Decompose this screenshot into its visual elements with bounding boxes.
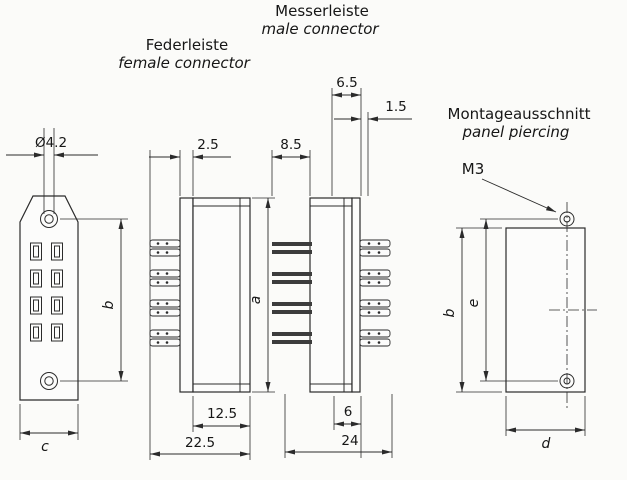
dim-blade-pitch: 6.5 <box>331 75 362 196</box>
hole-distance-e-label: e <box>466 299 482 308</box>
m3-hole-top <box>559 211 575 227</box>
mounting-hole-top <box>40 210 58 228</box>
dim-female-body-depth: 12.5 <box>192 396 251 460</box>
blade-offset-label: 1.5 <box>385 99 406 115</box>
dim-front-width-c: c <box>19 404 79 455</box>
female-front-outline <box>19 195 79 401</box>
title-panel-piercing: Montageausschnitt panel piercing <box>448 105 591 141</box>
panel-title-en: panel piercing <box>462 123 570 141</box>
male-title-de: Messerleiste <box>275 2 369 20</box>
contact-windows <box>30 242 63 342</box>
flange-thickness-label: 2.5 <box>197 137 218 153</box>
title-male-connector: Messerleiste male connector <box>261 2 379 38</box>
dim-panel-width-d: d <box>505 396 586 452</box>
front-width-c-label: c <box>41 439 49 455</box>
female-body-depth-label: 12.5 <box>207 406 237 422</box>
m3-hole-bottom <box>559 373 575 389</box>
female-body <box>192 197 251 393</box>
dim-hole-distance-e: e <box>466 218 558 382</box>
height-a-label: a <box>248 296 264 305</box>
female-total-depth-label: 22.5 <box>185 435 215 451</box>
panel-title-de: Montageausschnitt <box>448 105 591 123</box>
male-title-en: male connector <box>261 20 379 38</box>
dim-male-front-depth: 8.5 <box>271 137 311 196</box>
title-female-connector: Federleiste female connector <box>118 36 250 72</box>
male-flange <box>351 197 361 393</box>
dim-hole-diameter: Ø4.2 <box>6 128 98 214</box>
dim-flange-thickness: 2.5 <box>149 137 231 196</box>
male-side-view <box>272 197 391 393</box>
dim-male-rear-depth: 6 <box>333 396 362 458</box>
front-height-b-label: b <box>101 300 117 309</box>
thread-callout: M3 <box>462 160 557 213</box>
panel-height-b-label: b <box>442 308 458 317</box>
male-body <box>309 197 353 393</box>
male-rear-depth-label: 6 <box>344 404 353 420</box>
female-contacts <box>149 239 181 347</box>
dim-female-total-depth: 22.5 <box>149 150 250 460</box>
female-front-view <box>19 195 79 401</box>
male-front-depth-label: 8.5 <box>280 137 301 153</box>
panel-width-d-label: d <box>542 436 551 452</box>
thread-label: M3 <box>462 160 485 178</box>
dim-front-height-b: b <box>60 218 128 382</box>
mounting-hole-bottom <box>40 372 58 390</box>
male-pins <box>359 239 391 347</box>
hole-diameter-label: Ø4.2 <box>35 135 67 151</box>
dim-blade-offset: 1.5 <box>334 99 412 196</box>
male-blades <box>272 242 312 344</box>
blade-pitch-label: 6.5 <box>336 75 357 91</box>
panel-piercing-view <box>505 202 597 409</box>
female-flange <box>179 197 194 393</box>
female-side-view <box>149 197 251 393</box>
female-title-de: Federleiste <box>146 36 228 54</box>
male-total-depth-label: 24 <box>341 433 358 449</box>
dim-height-a: a <box>248 197 275 393</box>
female-title-en: female connector <box>118 54 250 72</box>
dim-panel-height-b: b <box>442 227 502 393</box>
dim-male-total-depth: 24 <box>284 394 393 458</box>
